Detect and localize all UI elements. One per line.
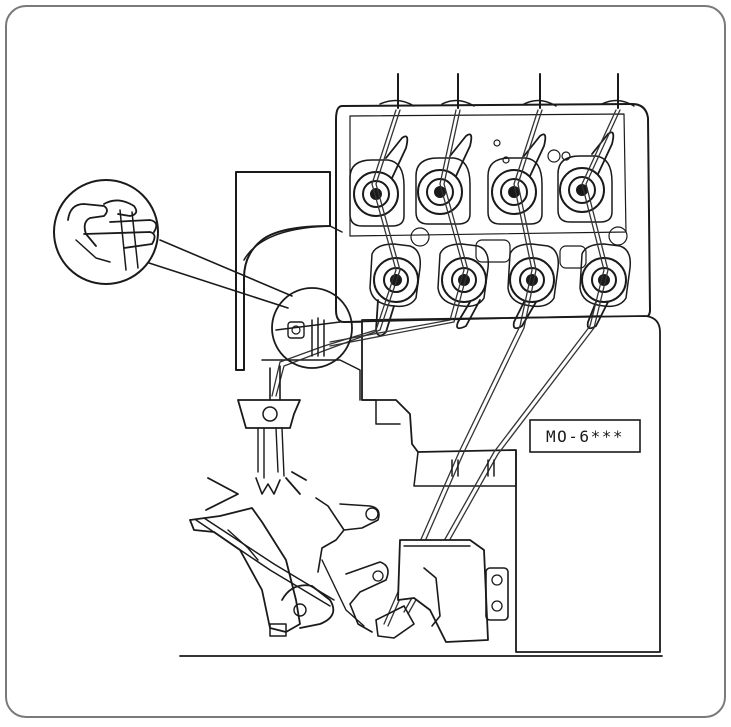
upper-tension-dial-2: [415, 133, 473, 225]
model-label: MO-6***: [546, 427, 624, 446]
needle-bar: [269, 365, 281, 401]
lower-looper-arm: [281, 584, 335, 629]
front-cover-curve: [243, 225, 343, 261]
looper-cover: [413, 451, 517, 487]
machine-body: [361, 315, 661, 653]
model-label-box: [529, 419, 641, 453]
thread-guide-bar: [275, 315, 601, 331]
thread-paths: [271, 109, 621, 627]
needle-clamp: [237, 399, 301, 429]
magnifier-inset: [53, 179, 159, 285]
zoom-target-circle: [271, 287, 353, 369]
body-notch: [361, 399, 401, 425]
upper-tension-dial-4: [557, 131, 615, 223]
looper-mechanism: [397, 539, 489, 643]
upper-tension-dial-1: [349, 135, 409, 227]
